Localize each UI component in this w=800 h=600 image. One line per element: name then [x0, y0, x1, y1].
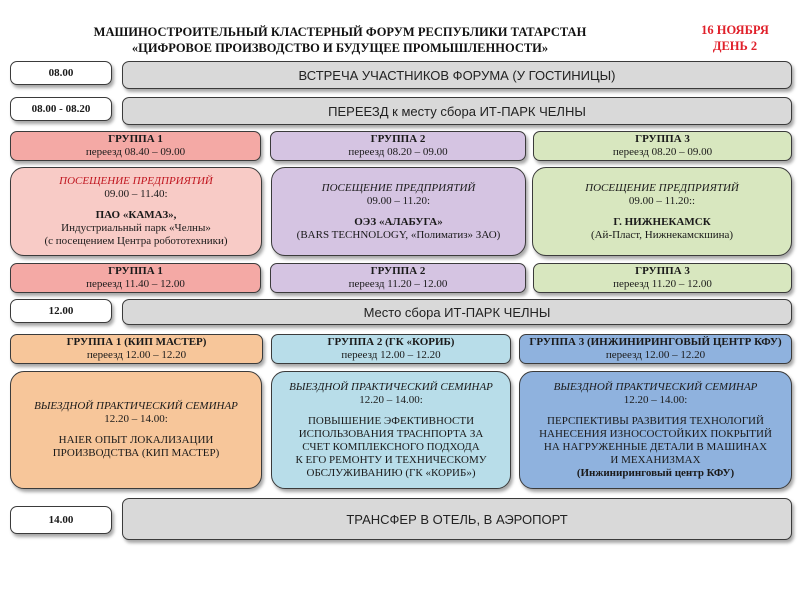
group-sub: переезд 08.20 – 09.00	[612, 146, 713, 158]
group-sub: переезд 12.00 – 12.20	[341, 349, 441, 361]
title-line-1: МАШИНОСТРОИТЕЛЬНЫЙ КЛАСТЕРНЫЙ ФОРУМ РЕСП…	[93, 25, 587, 39]
seminar-heading: ВЫЕЗДНОЙ ПРАКТИЧЕСКИЙ СЕМИНАР	[34, 400, 238, 412]
visit-time: 09.00 – 11.20:	[366, 194, 431, 207]
date-line-1: 16 НОЯБРЯ	[701, 23, 769, 37]
seminar-line-1: ПОВЫШЕНИЕ ЭФЕКТИВНОСТИ	[307, 414, 475, 427]
bar-label: ТРАНСФЕР В ОТЕЛЬ, В АЭРОПОРТ	[346, 511, 568, 527]
seminar-line-2: ПРОИЗВОДСТВА (КИП МАСТЕР)	[52, 447, 220, 459]
group-title: ГРУППА 1	[108, 265, 163, 277]
seminar-time: 12.20 – 14.00:	[359, 393, 423, 406]
group-sub: переезд 08.20 – 09.00	[348, 146, 448, 158]
visit-line-2: Индустриальный парк «Челны»	[61, 222, 211, 234]
group-title: ГРУППА 3 (ИНЖИНИРИНГОВЫЙ ЦЕНТР КФУ)	[529, 336, 782, 348]
visit-company: ОЭЗ «АЛАБУГА»	[354, 215, 443, 228]
group-2-seminar: ВЫЕЗДНОЙ ПРАКТИЧЕСКИЙ СЕМИНАР 12.20 – 14…	[271, 371, 511, 489]
visit-line-2: (BARS TECHNOLOGY, «Полиматиз» ЗАО)	[296, 228, 501, 241]
bar-label: ВСТРЕЧА УЧАСТНИКОВ ФОРУМА (У ГОСТИНИЦЫ)	[298, 67, 616, 83]
group-title: ГРУППА 3	[635, 265, 690, 277]
seminar-time: 12.20 – 14.00:	[623, 393, 688, 406]
group-3-seminar: ВЫЕЗДНОЙ ПРАКТИЧЕСКИЙ СЕМИНАР 12.20 – 14…	[519, 371, 792, 489]
time-0800-0820: 08.00 - 08.20	[10, 97, 112, 121]
page-title: МАШИНОСТРОИТЕЛЬНЫЙ КЛАСТЕРНЫЙ ФОРУМ РЕСП…	[70, 24, 610, 56]
title-line-2: «ЦИФРОВОЕ ПРОИЗВОДСТВО И БУДУЩЕЕ ПРОМЫШЛ…	[131, 41, 549, 55]
visit-time: 09.00 – 11.20::	[628, 194, 696, 207]
seminar-line-1: HAIER ОПЫТ ЛОКАЛИЗАЦИИ	[58, 434, 214, 446]
group-sub: переезд 11.40 – 12.00	[86, 278, 185, 290]
group-sub: переезд 11.20 – 12.00	[348, 278, 448, 290]
group-sub: переезд 11.20 – 12.00	[613, 278, 712, 290]
seminar-heading: ВЫЕЗДНОЙ ПРАКТИЧЕСКИЙ СЕМИНАР	[289, 380, 493, 393]
seminar-heading: ВЫЕЗДНОЙ ПРАКТИЧЕСКИЙ СЕМИНАР	[553, 380, 758, 393]
group-2-visit: ПОСЕЩЕНИЕ ПРЕДПРИЯТИЙ 09.00 – 11.20: ОЭЗ…	[271, 167, 526, 256]
group-3-visit: ПОСЕЩЕНИЕ ПРЕДПРИЯТИЙ 09.00 – 11.20:: Г.…	[532, 167, 792, 256]
group-sub: переезд 08.40 – 09.00	[85, 146, 186, 158]
seminar-line-3: НА НАГРУЖЕННЫЕ ДЕТАЛИ В МАШИНАХ	[543, 440, 768, 453]
visit-heading: ПОСЕЩЕНИЕ ПРЕДПРИЯТИЙ	[59, 175, 213, 187]
group-1-kip-master: ГРУППА 1 (КИП МАСТЕР) переезд 12.00 – 12…	[10, 334, 263, 364]
visit-line-2: (Ай-Пласт, Нижнекамскшина)	[590, 228, 734, 241]
seminar-line-1: ПЕРСПЕКТИВЫ РАЗВИТИЯ ТЕХНОЛОГИЙ	[547, 414, 764, 427]
schedule-bar-transfer: ПЕРЕЕЗД к месту сбора ИТ-ПАРК ЧЕЛНЫ	[122, 97, 792, 125]
group-sub: переезд 12.00 – 12.20	[86, 349, 187, 361]
visit-company: ПАО «КАМАЗ»,	[95, 209, 177, 221]
group-title: ГРУППА 2 (ГК «КОРИБ)	[327, 336, 455, 348]
seminar-line-2: НАНЕСЕНИЯ ИЗНОСОСТОЙКИХ ПОКРЫТИЙ	[539, 427, 772, 440]
time-1200: 12.00	[10, 299, 112, 323]
group-1-visit: ПОСЕЩЕНИЕ ПРЕДПРИЯТИЙ 09.00 – 11.40: ПАО…	[10, 167, 262, 256]
group-2-korib: ГРУППА 2 (ГК «КОРИБ) переезд 12.00 – 12.…	[271, 334, 511, 364]
group-1-seminar: ВЫЕЗДНОЙ ПРАКТИЧЕСКИЙ СЕМИНАР 12.20 – 14…	[10, 371, 262, 489]
group-3-transfer-midday: ГРУППА 3 переезд 11.20 – 12.00	[533, 263, 792, 293]
visit-heading: ПОСЕЩЕНИЕ ПРЕДПРИЯТИЙ	[585, 181, 739, 194]
group-title: ГРУППА 1 (КИП МАСТЕР)	[66, 336, 207, 348]
seminar-line-4: И МЕХАНИЗМАХ	[610, 453, 701, 466]
group-title: ГРУППА 2	[370, 265, 426, 277]
seminar-line-5: ОБСЛУЖИВАНИЮ (ГК «КОРИБ»)	[306, 466, 476, 479]
time-label: 14.00	[48, 513, 74, 526]
time-label: 08.00	[48, 66, 74, 79]
group-title: ГРУППА 1	[108, 133, 163, 145]
group-3-transfer-morning: ГРУППА 3 переезд 08.20 – 09.00	[533, 131, 792, 161]
seminar-line-2: ИСПОЛЬЗОВАНИЯ ТРАСНПОРТА ЗА	[298, 427, 484, 440]
time-1400: 14.00	[10, 506, 112, 534]
visit-company: Г. НИЖНЕКАМСК	[613, 215, 711, 228]
bar-label: Место сбора ИТ-ПАРК ЧЕЛНЫ	[363, 304, 551, 320]
visit-heading: ПОСЕЩЕНИЕ ПРЕДПРИЯТИЙ	[321, 181, 476, 194]
date-label: 16 НОЯБРЯ ДЕНЬ 2	[680, 22, 790, 54]
seminar-line-3: СЧЕТ КОМПЛЕКСНОГО ПОДХОДА	[302, 440, 480, 453]
group-sub: переезд 12.00 – 12.20	[605, 349, 706, 361]
group-3-kfu: ГРУППА 3 (ИНЖИНИРИНГОВЫЙ ЦЕНТР КФУ) пере…	[519, 334, 792, 364]
visit-time: 09.00 – 11.40:	[104, 188, 168, 200]
visit-line-3: (с посещением Центра робототехники)	[44, 235, 228, 247]
group-1-transfer-midday: ГРУППА 1 переезд 11.40 – 12.00	[10, 263, 261, 293]
schedule-bar-meeting-point: Место сбора ИТ-ПАРК ЧЕЛНЫ	[122, 299, 792, 325]
group-2-transfer-midday: ГРУППА 2 переезд 11.20 – 12.00	[270, 263, 526, 293]
group-2-transfer-morning: ГРУППА 2 переезд 08.20 – 09.00	[270, 131, 526, 161]
time-0800: 08.00	[10, 61, 112, 85]
time-label: 12.00	[48, 304, 74, 317]
seminar-line-5: (Инжиниринговый центр КФУ)	[576, 466, 735, 479]
group-title: ГРУППА 2	[370, 133, 426, 145]
seminar-line-4: К ЕГО РЕМОНТУ И ТЕХНИЧЕСКОМУ	[295, 453, 487, 466]
bar-label: ПЕРЕЕЗД к месту сбора ИТ-ПАРК ЧЕЛНЫ	[328, 103, 586, 119]
group-title: ГРУППА 3	[635, 133, 690, 145]
schedule-bar-transfer-hotel: ТРАНСФЕР В ОТЕЛЬ, В АЭРОПОРТ	[122, 498, 792, 540]
seminar-time: 12.20 – 14.00:	[104, 413, 168, 425]
date-line-2: ДЕНЬ 2	[712, 39, 758, 53]
time-label: 08.00 - 08.20	[31, 102, 91, 115]
group-1-transfer-morning: ГРУППА 1 переезд 08.40 – 09.00	[10, 131, 261, 161]
schedule-bar-meeting: ВСТРЕЧА УЧАСТНИКОВ ФОРУМА (У ГОСТИНИЦЫ)	[122, 61, 792, 89]
